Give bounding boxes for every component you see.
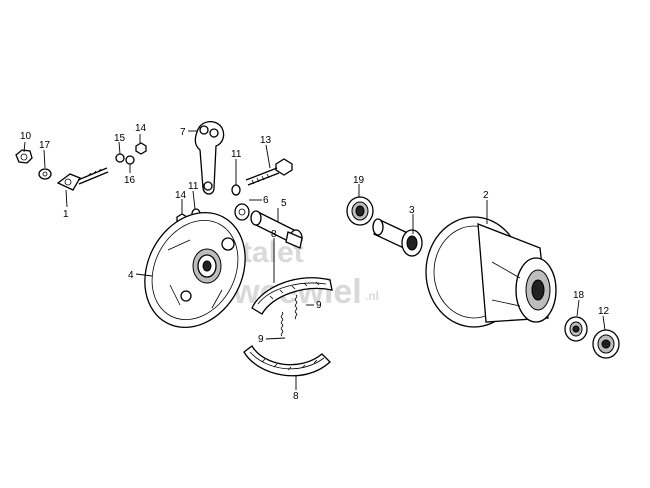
callout-labels: 10 17 1 15 14 16 7 11 13 14 11 6 5 19 3 … <box>20 123 610 402</box>
part-10-nut <box>15 149 33 164</box>
callout-19: 19 <box>353 175 365 186</box>
callout-2: 2 <box>483 190 489 201</box>
callout-9-left: 9 <box>258 334 264 345</box>
callout-11-lower: 11 <box>188 181 199 192</box>
callout-8-upper: 8 <box>271 229 277 240</box>
part-18-bearing <box>564 316 588 342</box>
callout-14-top: 14 <box>135 123 147 134</box>
callout-14-lower: 14 <box>175 190 187 201</box>
part-2-wheel-hub <box>425 216 557 328</box>
leader-lines <box>23 130 606 390</box>
callout-11-upper: 11 <box>231 149 242 160</box>
callout-15: 15 <box>114 133 126 144</box>
callout-1: 1 <box>63 209 69 220</box>
callout-10: 10 <box>20 131 32 142</box>
part-19-bearing <box>346 196 374 226</box>
part-13-bolt <box>245 158 293 186</box>
part-8-brake-shoe-upper <box>251 277 333 315</box>
callout-12: 12 <box>598 306 610 317</box>
part-4-brake-panel <box>144 211 246 329</box>
part-7-brake-arm <box>194 121 225 195</box>
callout-9-right: 9 <box>316 300 322 311</box>
callout-7: 7 <box>180 127 186 138</box>
part-17-washer <box>38 168 52 180</box>
callout-18: 18 <box>573 290 585 301</box>
callout-13: 13 <box>260 135 272 146</box>
callout-5: 5 <box>281 198 287 209</box>
callout-3: 3 <box>409 205 415 216</box>
part-16-washer <box>125 155 135 165</box>
part-12-seal <box>592 329 620 359</box>
callout-8-lower: 8 <box>293 391 299 402</box>
part-8-brake-shoe-lower <box>243 345 331 377</box>
callout-6: 6 <box>263 195 269 206</box>
part-5-brake-cam <box>250 210 303 249</box>
part-3-spacer <box>372 218 423 257</box>
callout-17: 17 <box>39 140 51 151</box>
part-9-spring-right <box>294 294 298 320</box>
part-15-washer <box>115 153 125 163</box>
callout-4: 4 <box>128 270 134 281</box>
part-6-washer <box>234 203 250 221</box>
watermark-suffix: .nl <box>365 289 379 303</box>
part-14-nut-top <box>135 142 147 155</box>
part-9-spring-left <box>280 311 284 337</box>
part-11-washer-upper <box>231 184 241 196</box>
part-1-bolt <box>56 167 109 191</box>
callout-16: 16 <box>124 175 136 186</box>
